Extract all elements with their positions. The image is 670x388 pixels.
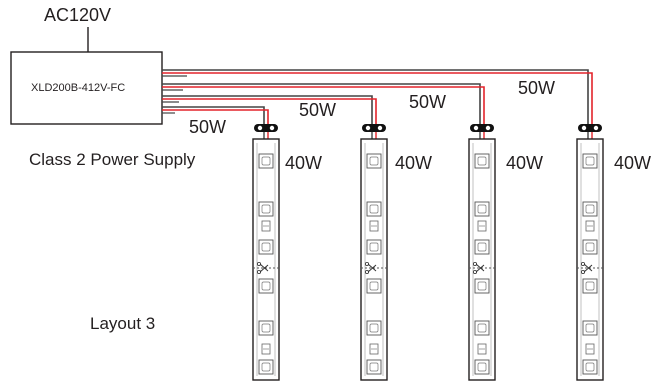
led-chip-icon [258,359,274,375]
strip-body [252,138,280,381]
wire-bundle [162,69,602,139]
ac-input-label: AC120V [44,5,112,25]
strip-watts-2: 40W [395,153,433,173]
feed-wire-1 [162,106,278,139]
feed-watts-1: 50W [189,117,227,137]
power-supply-caption: Class 2 Power Supply [29,150,196,169]
resistor-icon [585,220,595,232]
connector-icon [578,124,602,132]
strip-watts-3: 40W [506,153,544,173]
led-chip-icon [474,359,490,375]
negative-wire [162,95,373,125]
resistor-icon [261,343,271,355]
resistor-icon [585,343,595,355]
led-chip-icon [474,239,490,255]
strip-watts-1: 40W [285,153,323,173]
feed-watts-3: 50W [409,92,447,112]
negative-wire [162,83,481,125]
led-chip-icon [582,278,598,294]
feed-watts-4: 50W [518,78,556,98]
feed-wire-2 [162,95,386,139]
led-chip-icon [474,320,490,336]
strip-body [360,138,388,381]
led-strip-3 [468,138,496,381]
power-supply-box [10,51,163,125]
positive-wire [162,109,269,125]
feed-wire-3 [162,83,494,139]
resistor-icon [369,343,379,355]
positive-wire [162,72,593,125]
led-chip-icon [366,239,382,255]
led-strip-2 [360,138,388,381]
strip-body [576,138,604,381]
led-strip-1 [252,138,280,381]
scissors-icon [577,261,603,274]
positive-wire [162,86,485,125]
negative-wire [162,106,265,125]
connector-icon [362,124,386,132]
power-supply-model: XLD200B-412V-FC [31,82,126,94]
feed-wire-4 [162,69,602,139]
led-chip-icon [582,201,598,217]
feed-watts-2: 50W [299,100,337,120]
scissors-icon [469,261,495,274]
scissors-icon [361,261,387,274]
positive-wire [162,98,377,125]
led-chip-icon [474,201,490,217]
led-chip-icon [366,278,382,294]
resistor-icon [261,220,271,232]
resistor-icon [369,220,379,232]
layout-title: Layout 3 [90,314,156,333]
led-chip-icon [582,153,598,169]
led-chip-icon [258,153,274,169]
resistor-icon [477,220,487,232]
led-chip-icon [474,153,490,169]
led-chip-icon [582,359,598,375]
led-chip-icon [258,239,274,255]
scissors-icon [253,261,279,274]
led-chip-icon [474,278,490,294]
led-chip-icon [366,201,382,217]
strip-watts-4: 40W [614,153,652,173]
led-chip-icon [258,201,274,217]
led-chip-icon [366,320,382,336]
led-strip-4 [576,138,604,381]
connector-icon [254,124,278,132]
connector-icon [470,124,494,132]
led-chip-icon [582,320,598,336]
led-chip-icon [258,278,274,294]
led-chip-icon [366,153,382,169]
strip-body [468,138,496,381]
negative-wire [162,69,589,125]
led-chip-icon [258,320,274,336]
resistor-icon [477,343,487,355]
led-chip-icon [366,359,382,375]
led-chip-icon [582,239,598,255]
led-strips [252,138,604,381]
